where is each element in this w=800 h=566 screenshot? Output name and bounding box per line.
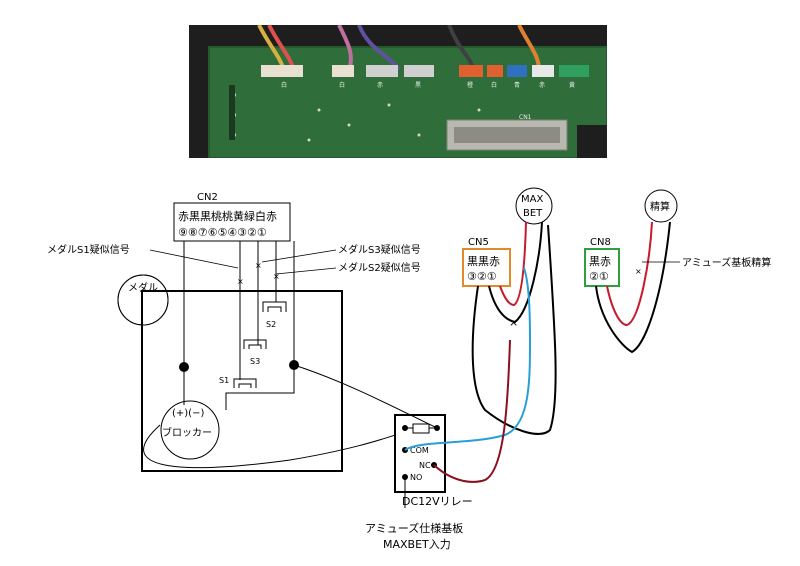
maxbet-label-line1: MAX (521, 194, 543, 205)
cn8-black-wire (595, 221, 671, 354)
board-connector-label: 白 (491, 81, 497, 89)
board-connector-label: 青 (514, 81, 520, 89)
cut-mark: × (237, 277, 244, 286)
sensor-s3-symbol (243, 339, 267, 349)
blocker-label: ブロッカー (162, 426, 212, 439)
board-connector-label: 黒 (415, 82, 421, 89)
relay-coil (412, 423, 430, 434)
cn5-connector (462, 248, 511, 287)
cn2-pin-numbers: ⑨⑧⑦⑥⑤④③②① (178, 226, 267, 239)
cn8-connector (584, 248, 620, 287)
board-cn1-label: CN1 (519, 114, 532, 121)
cut-mark: × (509, 316, 518, 329)
cn5-wire-colors: 黒黒赤 (467, 255, 500, 268)
maxbet-switch (515, 187, 553, 225)
cut-mark: × (635, 267, 642, 276)
board-connector-label: 赤 (539, 82, 545, 89)
board-connector-label: 黄 (569, 81, 575, 89)
relay-label: DC12Vリレー (402, 495, 473, 508)
board-connector-label: 橙 (467, 81, 473, 89)
cn2-connector (173, 202, 291, 242)
blue-wire (404, 267, 532, 451)
relay-com-label: COM (410, 446, 429, 455)
footer-line2: MAXBET入力 (383, 538, 451, 551)
seisan-label: 精算 (650, 200, 670, 213)
cn8-red-wire (606, 221, 653, 327)
sensor-s3-label: S3 (250, 357, 260, 366)
cn8-pin-numbers: ②① (589, 270, 609, 283)
sensor-s1-label: S1 (219, 376, 229, 385)
sensor-s2-label: S2 (266, 320, 276, 329)
circuit-board-photo: 白 白 赤 黒 橙 白 青 赤 黄 CN1 (189, 25, 607, 158)
relay-nc-label: NC (419, 461, 431, 470)
maxbet-label-line2: BET (523, 208, 543, 219)
medal-s1-signal-label: メダルS1疑似信号 (47, 243, 130, 256)
cn5-red-wire-top (499, 221, 527, 307)
medal-s2-signal-label: メダルS2疑似信号 (338, 261, 421, 274)
cut-mark: × (255, 261, 262, 270)
board-connector-label: 白 (339, 81, 345, 89)
cn5-black-wire-long (471, 224, 557, 435)
board-connector-label: 白 (281, 81, 287, 89)
medal-selector-box (141, 290, 343, 472)
cut-mark: × (273, 272, 280, 281)
sensor-s2-symbol (262, 301, 287, 312)
medal-s3-signal-label: メダルS3疑似信号 (338, 243, 421, 256)
cn8-title: CN8 (590, 237, 611, 248)
board-connector-label: 赤 (377, 82, 383, 89)
sensor-s1-symbol (233, 378, 257, 388)
blocker-solenoid (160, 400, 220, 460)
cn2-wire-colors: 赤黒黒桃桃黄緑白赤 (178, 209, 277, 223)
seisan-switch (644, 189, 678, 223)
relay-no-label: NO (410, 473, 422, 482)
cn2-title: CN2 (197, 192, 218, 203)
cn5-pin-numbers: ③②① (467, 270, 497, 283)
amuse-seisan-label: アミューズ基板精算 (682, 256, 771, 269)
cn5-black-wire-top (488, 221, 543, 324)
footer-line1: アミューズ仕様基板 (365, 521, 463, 535)
blocker-polarity: (+)(−) (172, 408, 204, 419)
cn8-wire-colors: 黒赤 (589, 255, 611, 268)
nc-wire (433, 339, 511, 483)
cn5-title: CN5 (468, 237, 489, 248)
